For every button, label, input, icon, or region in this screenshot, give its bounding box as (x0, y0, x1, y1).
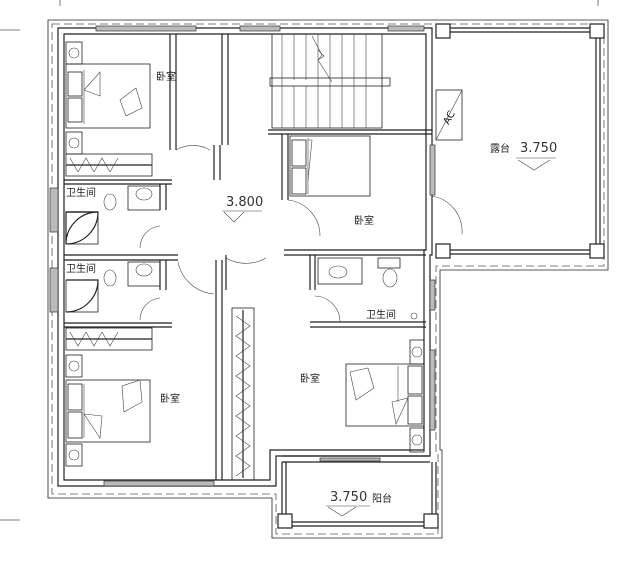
hall-elevation-value: 3.800 (226, 195, 263, 210)
wardrobe-hall (235, 310, 251, 478)
window-bedroom-se (429, 349, 436, 431)
window-bath-lower (49, 267, 59, 313)
staircase (269, 34, 391, 128)
bathroom-upper-fixtures: 卫生间 (65, 185, 161, 249)
bathroom-lower-fixtures: 卫生间 (65, 261, 161, 321)
bedroom-nw-furniture: 卧室 (65, 41, 211, 177)
ac-unit: AC (435, 89, 463, 141)
margin-marks (0, 0, 599, 521)
bathroom-lower-label: 卫生间 (66, 262, 96, 275)
window-top-stair-1 (239, 25, 281, 32)
balcony-column (277, 513, 293, 529)
terrace-label: 露台 (490, 142, 510, 155)
bedroom-nw-label: 卧室 (156, 70, 176, 83)
bedroom-se-furniture: 卧室 (300, 339, 425, 453)
balcony-label: 阳台 (372, 492, 392, 505)
balcony-column (423, 513, 439, 529)
window-terrace-door (429, 144, 436, 196)
window-bath-upper (49, 187, 59, 233)
balcony-elevation: 3.750 (330, 490, 367, 505)
terrace-column (589, 243, 605, 259)
bedroom-center-label: 卧室 (354, 214, 374, 227)
balcony-door (319, 457, 381, 462)
window-top-nw (95, 25, 197, 32)
bathroom-east-label: 卫生间 (366, 308, 396, 321)
bathroom-upper-label: 卫生间 (66, 186, 96, 199)
balcony: 3.750 阳台 (277, 457, 439, 529)
bedroom-sw-label: 卧室 (160, 392, 180, 405)
exterior-walls (57, 27, 433, 487)
terrace: 露台 3.750 (435, 23, 605, 259)
terrace-column (589, 23, 605, 39)
window-bottom-sw (103, 480, 215, 487)
terrace-column (435, 23, 451, 39)
bedroom-sw-furniture: 卧室 (65, 261, 215, 467)
outer-dashed-outline (47, 19, 609, 539)
bedroom-center-furniture: 卧室 (287, 135, 463, 237)
terrace-column (435, 243, 451, 259)
window-bath-east (429, 279, 436, 311)
bedroom-se-label: 卧室 (300, 372, 320, 385)
window-top-stair-2 (387, 25, 425, 32)
terrace-elevation: 3.750 (520, 141, 557, 156)
hall-elevation: 3.800 (222, 195, 267, 264)
interior-walls (64, 33, 432, 481)
bathroom-east-fixtures: 卫生间 (314, 257, 418, 323)
